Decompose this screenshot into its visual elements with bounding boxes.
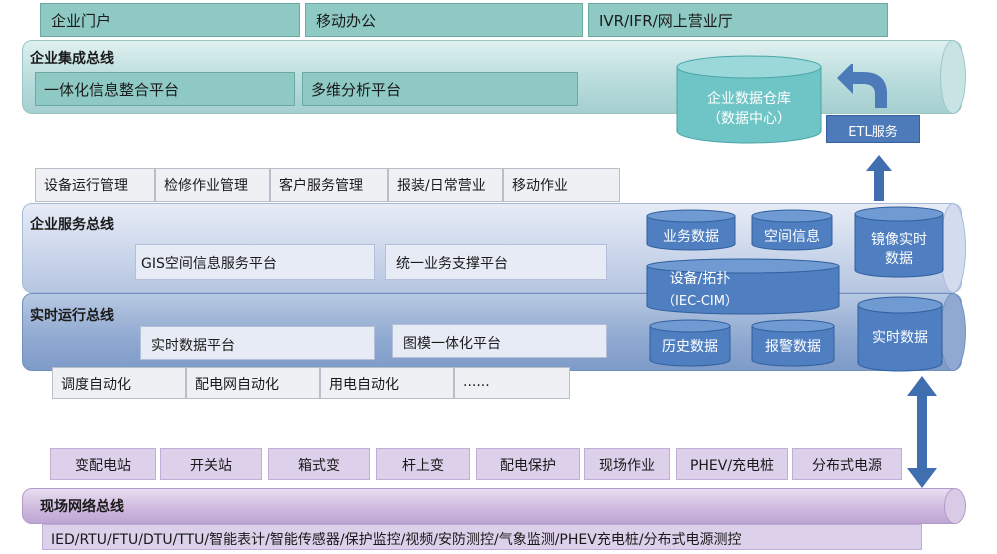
- history-data-db-icon: [649, 319, 731, 367]
- realtime-data-platform: 实时数据平台: [140, 326, 375, 360]
- graph-model-platform: 图模一体化平台: [392, 324, 607, 358]
- field-substation: 变配电站: [50, 448, 156, 480]
- mirror-data-label-2: 数据: [885, 251, 913, 267]
- field-bus-end-cap: [944, 488, 966, 524]
- double-arrow-icon: [907, 376, 937, 488]
- field-phev-charging: PHEV/充电桩: [676, 448, 788, 480]
- business-data-label: 业务数据: [663, 229, 719, 245]
- distribution-automation: 配电网自动化: [186, 367, 320, 399]
- warehouse-label-2: （数据中心）: [707, 111, 791, 127]
- warehouse-label-1: 企业数据仓库: [707, 91, 791, 107]
- app-maintenance-management: 检修作业管理: [155, 168, 270, 202]
- equipment-label-1: 设备/拓扑: [669, 271, 731, 287]
- etl-service: ETL服务: [826, 115, 920, 143]
- field-devices: IED/RTU/FTU/DTU/TTU/智能表计/智能传感器/保护监控/视频/安…: [42, 524, 922, 550]
- analysis-platform: 多维分析平台: [302, 72, 578, 106]
- realtime-data-label: 实时数据: [872, 330, 928, 346]
- consumption-automation: 用电自动化: [320, 367, 454, 399]
- app-mobile-work: 移动作业: [503, 168, 620, 202]
- history-data-label: 历史数据: [662, 339, 718, 355]
- app-installation-business: 报装/日常营业: [388, 168, 503, 202]
- app-equipment-management: 设备运行管理: [35, 168, 155, 202]
- automation-more: ......: [454, 367, 570, 399]
- curved-arrow-icon: [837, 64, 887, 108]
- alarm-data-db-icon: [751, 319, 835, 367]
- field-box-transformer: 箱式变: [268, 448, 370, 480]
- business-data-db-icon: [646, 209, 736, 251]
- mirror-realtime-db-icon: [854, 206, 944, 278]
- field-bus-title: 现场网络总线: [40, 499, 124, 515]
- equipment-topology-db-icon: [646, 258, 840, 315]
- gis-platform: GIS空间信息服务平台: [135, 244, 375, 280]
- field-site-work: 现场作业: [584, 448, 670, 480]
- mirror-data-label-1: 镜像实时: [871, 232, 927, 248]
- field-network-bus: [22, 488, 962, 524]
- realtime-data-db-icon: [857, 296, 943, 372]
- enterprise-bus-end-cap: [940, 40, 966, 114]
- spatial-info-db-icon: [751, 209, 833, 251]
- business-support-platform: 统一业务支撑平台: [385, 244, 607, 280]
- field-distribution-protection: 配电保护: [476, 448, 580, 480]
- dispatch-automation: 调度自动化: [52, 367, 186, 399]
- portal-online-hall: IVR/IFR/网上营业厅: [588, 3, 888, 37]
- integration-platform: 一体化信息整合平台: [35, 72, 295, 106]
- equipment-label-2: （IEC-CIM）: [662, 294, 738, 309]
- field-switch-station: 开关站: [160, 448, 262, 480]
- portal-mobile-office: 移动办公: [305, 3, 583, 37]
- realtime-bus-title: 实时运行总线: [30, 308, 114, 324]
- service-bus-title: 企业服务总线: [30, 217, 114, 233]
- spatial-info-label: 空间信息: [764, 229, 820, 245]
- field-distributed-power: 分布式电源: [792, 448, 902, 480]
- portal-enterprise: 企业门户: [40, 3, 300, 37]
- enterprise-bus-title: 企业集成总线: [30, 51, 114, 67]
- app-customer-service: 客户服务管理: [270, 168, 388, 202]
- data-warehouse-db-icon: [676, 55, 822, 144]
- field-pole-transformer: 杆上变: [376, 448, 470, 480]
- alarm-data-label: 报警数据: [765, 339, 821, 355]
- up-arrow-icon: [866, 155, 892, 201]
